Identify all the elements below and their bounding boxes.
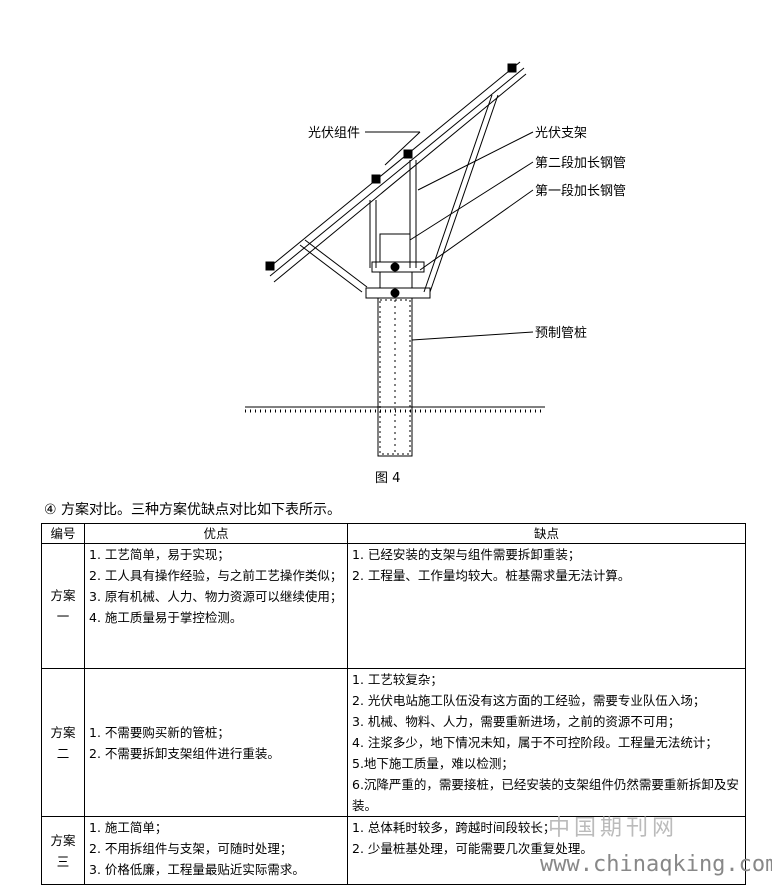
pros-item: 4. 施工质量易于掌控检测。 <box>89 610 243 625</box>
row-id: 方案一 <box>41 543 85 669</box>
table-header: 编号 优点 缺点 <box>41 523 746 544</box>
pros-cell: 1. 不需要购买新的管桩； 2. 不需要拆卸支架组件进行重装。 <box>84 668 348 817</box>
cons-item: 4. 注浆多少，地下情况未知，属于不可控阶段。工程量无法统计； <box>352 735 718 750</box>
watermark-cn: 中国期刊网 <box>548 816 679 841</box>
pros-item: 3. 原有机械、人力、物力资源可以继续使用； <box>89 589 343 604</box>
pros-item: 3. 价格低廉，工程量最贴近实际需求。 <box>89 862 305 877</box>
precast-pile <box>377 297 413 457</box>
label-pv-module: 光伏组件 <box>308 126 361 141</box>
header-id: 编号 <box>41 523 85 544</box>
pros-item: 2. 不需要拆卸支架组件进行重装。 <box>89 745 280 761</box>
cons-item: 2. 少量桩基处理，可能需要几次重复处理。 <box>352 841 593 856</box>
figure-caption: 图 4 <box>375 471 401 486</box>
label-first-pipe: 第一段加长钢管 <box>535 184 627 199</box>
cons-cell: 1. 工艺较复杂； 2. 光伏电站施工队伍没有这方面的工经验，需要专业队伍入场；… <box>347 668 746 817</box>
header-pros: 优点 <box>84 523 348 544</box>
pros-cell: 1. 施工简单； 2. 不用拆组件与支架，可随时处理； 3. 价格低廉，工程量最… <box>84 816 348 885</box>
pv-support-diagram <box>245 61 545 457</box>
cons-item: 1. 已经安装的支架与组件需要拆卸重装； <box>352 547 581 562</box>
label-pile: 预制管桩 <box>535 326 588 341</box>
label-pv-bracket: 光伏支架 <box>535 126 588 141</box>
pros-item: 1. 工艺简单，易于实现； <box>89 547 230 562</box>
pros-item: 1. 不需要购买新的管桩； <box>89 724 230 740</box>
cons-item: 2. 工程量、工作量均较大。桩基需求量无法计算。 <box>352 568 631 583</box>
leader-lines <box>365 131 534 341</box>
cons-item: 5.地下施工质量，难以检测； <box>352 756 514 771</box>
comparison-table: 编号 优点 缺点 方案一 1. 工艺简单，易于实现； 2. 工人具有操作经验，与… <box>41 523 746 885</box>
watermark-url: www.chinaqking.com <box>540 852 772 877</box>
table-row: 方案二 1. 不需要购买新的管桩； 2. 不需要拆卸支架组件进行重装。 1. 工… <box>41 668 746 817</box>
pros-item: 2. 不用拆组件与支架，可随时处理； <box>89 841 293 856</box>
ground-line <box>245 406 545 413</box>
cons-item: 6.沉降严重的，需要接桩，已经安装的支架组件仍然需要重新拆卸及安装。 <box>352 777 739 813</box>
cons-cell: 1. 已经安装的支架与组件需要拆卸重装； 2. 工程量、工作量均较大。桩基需求量… <box>347 543 746 669</box>
table-row: 方案一 1. 工艺简单，易于实现； 2. 工人具有操作经验，与之前工艺操作类似；… <box>41 543 746 669</box>
pros-cell: 1. 工艺简单，易于实现； 2. 工人具有操作经验，与之前工艺操作类似； 3. … <box>84 543 348 669</box>
cons-item: 1. 工艺较复杂； <box>352 672 443 687</box>
header-cons: 缺点 <box>347 523 746 544</box>
intro-paragraph: ④ 方案对比。三种方案优缺点对比如下表所示。 <box>44 502 341 518</box>
table-row: 方案三 1. 施工简单； 2. 不用拆组件与支架，可随时处理； 3. 价格低廉，… <box>41 816 746 885</box>
label-second-pipe: 第二段加长钢管 <box>535 156 627 171</box>
cons-item: 2. 光伏电站施工队伍没有这方面的工经验，需要专业队伍入场； <box>352 693 706 708</box>
cons-item: 1. 总体耗时较多，跨越时间段较长； <box>352 820 556 835</box>
cons-item: 3. 机械、物料、人力，需要重新进场，之前的资源不可用； <box>352 714 681 729</box>
row-id: 方案三 <box>41 816 85 885</box>
cons-cell: 1. 总体耗时较多，跨越时间段较长； 2. 少量桩基处理，可能需要几次重复处理。 <box>347 816 746 885</box>
row-id: 方案二 <box>41 668 85 817</box>
pv-module <box>265 61 527 283</box>
pros-item: 1. 施工简单； <box>89 820 168 835</box>
pros-item: 2. 工人具有操作经验，与之前工艺操作类似； <box>89 568 343 583</box>
